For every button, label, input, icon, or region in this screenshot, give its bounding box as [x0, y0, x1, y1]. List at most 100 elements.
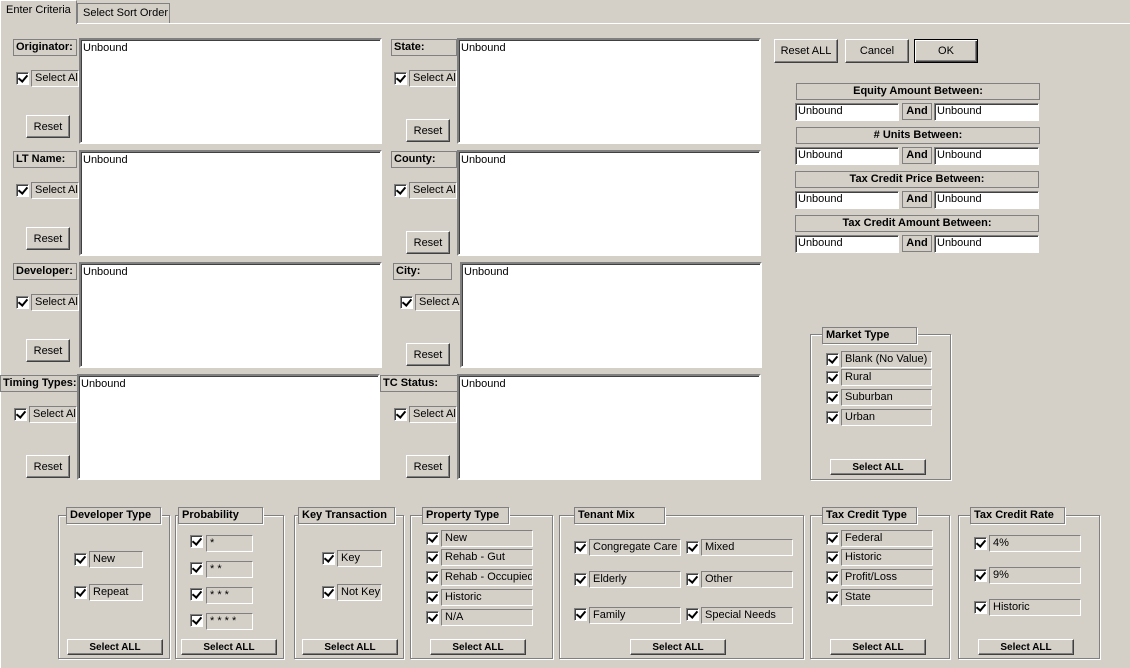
lt-name-select-all-checkbox[interactable] [16, 184, 29, 197]
tax-credit-type-federal-checkbox[interactable] [826, 532, 839, 545]
reset-all-button[interactable]: Reset ALL [774, 39, 838, 63]
tc-status-select-all-label: Select All [409, 406, 457, 423]
market-type-suburban-checkbox[interactable] [826, 391, 839, 404]
developer-type-select-all-button[interactable]: Select ALL [67, 639, 163, 655]
timing-types-reset-button[interactable]: Reset [26, 455, 70, 478]
city-listbox[interactable]: Unbound [460, 262, 762, 368]
city-select-all-checkbox[interactable] [400, 296, 413, 309]
developer-list-item[interactable]: Unbound [83, 266, 128, 278]
market-type-blank-checkbox[interactable] [826, 353, 839, 366]
key-transaction-key-checkbox[interactable] [322, 552, 335, 565]
tenant-mix-group [559, 515, 804, 659]
property-type-rehab-occupied-label: Rehab - Occupied [441, 569, 533, 586]
key-transaction-not-key-checkbox[interactable] [322, 586, 335, 599]
amount-max-input[interactable]: Unbound [934, 235, 1039, 253]
originator-select-all-checkbox[interactable] [16, 72, 29, 85]
tax-credit-type-state-checkbox[interactable] [826, 591, 839, 604]
tax-credit-rate-9-label: 9% [989, 567, 1081, 584]
tax-credit-price-label: Tax Credit Price Between: [795, 171, 1039, 188]
tenant-mix-other-label: Other [701, 571, 793, 588]
price-max-input[interactable]: Unbound [934, 191, 1039, 209]
key-transaction-select-all-button[interactable]: Select ALL [302, 639, 398, 655]
cancel-button[interactable]: Cancel [845, 39, 909, 63]
city-list-item[interactable]: Unbound [464, 266, 509, 278]
price-min-input[interactable]: Unbound [795, 191, 899, 209]
tax-credit-type-profit-loss-checkbox[interactable] [826, 571, 839, 584]
property-type-rehab-occupied-checkbox[interactable] [426, 571, 439, 584]
tax-credit-type-select-all-button[interactable]: Select ALL [830, 639, 926, 655]
tc-status-list-item[interactable]: Unbound [461, 378, 506, 390]
developer-type-repeat-label: Repeat [89, 584, 143, 601]
amount-min-input[interactable]: Unbound [795, 235, 899, 253]
market-type-rural-checkbox[interactable] [826, 371, 839, 384]
county-listbox[interactable]: Unbound [457, 150, 761, 256]
developer-select-all-checkbox[interactable] [16, 296, 29, 309]
lt-name-listbox[interactable]: Unbound [79, 150, 382, 256]
property-type-historic-checkbox[interactable] [426, 591, 439, 604]
probability-2-checkbox[interactable] [190, 562, 203, 575]
property-type-select-all-button[interactable]: Select ALL [430, 639, 526, 655]
units-min-input[interactable]: Unbound [795, 147, 899, 165]
timing-types-select-all-checkbox[interactable] [14, 408, 27, 421]
units-max-input[interactable]: Unbound [934, 147, 1039, 165]
tenant-mix-elderly-checkbox[interactable] [574, 573, 587, 586]
developer-listbox[interactable]: Unbound [79, 262, 382, 368]
originator-listbox[interactable]: Unbound [79, 38, 382, 144]
originator-list-item[interactable]: Unbound [83, 42, 128, 54]
tc-status-reset-button[interactable]: Reset [406, 455, 450, 478]
lt-name-reset-button[interactable]: Reset [26, 227, 70, 250]
tab-strip: Enter Criteria Select Sort Order [0, 0, 1130, 24]
probability-3-checkbox[interactable] [190, 588, 203, 601]
tenant-mix-other-checkbox[interactable] [686, 573, 699, 586]
tenant-mix-family-checkbox[interactable] [574, 608, 587, 621]
tenant-mix-mixed-label: Mixed [701, 539, 793, 556]
probability-1-checkbox[interactable] [190, 535, 203, 548]
tab-enter-criteria[interactable]: Enter Criteria [0, 0, 77, 24]
market-type-urban-checkbox[interactable] [826, 411, 839, 424]
developer-type-new-checkbox[interactable] [74, 553, 87, 566]
county-list-item[interactable]: Unbound [461, 154, 506, 166]
market-type-select-all-button[interactable]: Select ALL [830, 459, 926, 475]
developer-reset-button[interactable]: Reset [26, 339, 70, 362]
county-select-all-checkbox[interactable] [394, 184, 407, 197]
county-reset-button[interactable]: Reset [406, 231, 450, 254]
timing-types-listbox[interactable]: Unbound [77, 374, 380, 480]
tax-credit-rate-historic-checkbox[interactable] [974, 601, 987, 614]
tax-credit-rate-9-checkbox[interactable] [974, 569, 987, 582]
lt-name-label: LT Name: [13, 151, 77, 168]
units-and-label: And [902, 147, 932, 164]
tax-credit-amount-label: Tax Credit Amount Between: [795, 215, 1039, 232]
timing-types-list-item[interactable]: Unbound [81, 378, 126, 390]
developer-type-repeat-checkbox[interactable] [74, 586, 87, 599]
tax-credit-rate-4-checkbox[interactable] [974, 537, 987, 550]
tax-credit-type-historic-checkbox[interactable] [826, 551, 839, 564]
state-list-item[interactable]: Unbound [461, 42, 506, 54]
property-type-rehab-gut-checkbox[interactable] [426, 551, 439, 564]
tenant-mix-special-needs-checkbox[interactable] [686, 608, 699, 621]
equity-max-input[interactable]: Unbound [934, 103, 1039, 121]
tc-status-select-all-checkbox[interactable] [394, 408, 407, 421]
tc-status-listbox[interactable]: Unbound [457, 374, 761, 480]
equity-min-input[interactable]: Unbound [795, 103, 899, 121]
tab-select-sort-order[interactable]: Select Sort Order [77, 3, 170, 23]
lt-name-list-item[interactable]: Unbound [83, 154, 128, 166]
city-reset-button[interactable]: Reset [406, 343, 450, 366]
property-type-na-checkbox[interactable] [426, 611, 439, 624]
developer-label: Developer: [13, 263, 77, 280]
originator-reset-button[interactable]: Reset [26, 115, 70, 138]
probability-4-checkbox[interactable] [190, 614, 203, 627]
probability-select-all-button[interactable]: Select ALL [181, 639, 277, 655]
tenant-mix-mixed-checkbox[interactable] [686, 541, 699, 554]
tax-credit-rate-select-all-button[interactable]: Select ALL [978, 639, 1074, 655]
tenant-mix-congregate-care-checkbox[interactable] [574, 541, 587, 554]
state-listbox[interactable]: Unbound [457, 38, 761, 144]
equity-amount-label: Equity Amount Between: [796, 83, 1040, 100]
tenant-mix-select-all-button[interactable]: Select ALL [630, 639, 726, 655]
tab-panel [0, 23, 1130, 668]
property-type-new-checkbox[interactable] [426, 532, 439, 545]
state-select-all-checkbox[interactable] [394, 72, 407, 85]
market-type-title: Market Type [822, 327, 917, 344]
ok-button[interactable]: OK [914, 39, 978, 63]
state-reset-button[interactable]: Reset [406, 119, 450, 142]
units-label: # Units Between: [796, 127, 1040, 144]
